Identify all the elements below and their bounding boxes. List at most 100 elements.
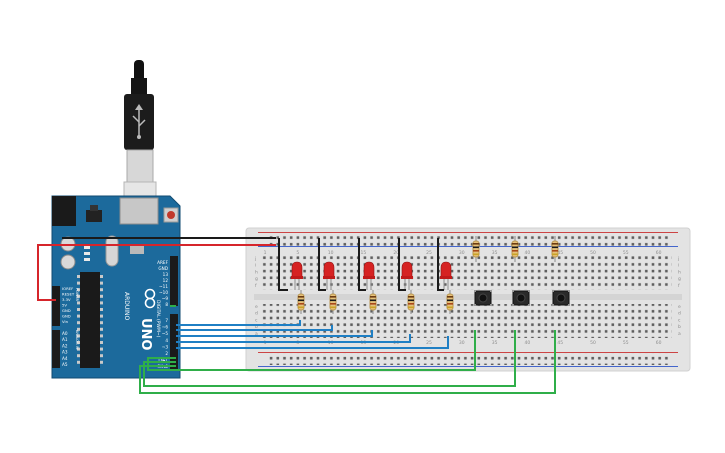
wire-blue-1[interactable] — [176, 320, 301, 326]
power-pin-label: RESET — [62, 292, 75, 297]
pushbutton-3[interactable] — [552, 290, 570, 306]
wire-green-1[interactable] — [147, 330, 476, 371]
analog-header — [52, 330, 60, 368]
digital-pin-label: ~5 — [162, 331, 169, 336]
row-letter: g — [255, 277, 258, 282]
wire-blue-2[interactable] — [176, 325, 333, 331]
power-title: POWER — [75, 288, 79, 302]
digital-pin-label: AREF — [157, 260, 168, 265]
pushbutton-1[interactable] — [474, 290, 492, 306]
microcontroller-chip — [80, 272, 100, 368]
arduino-brand: ARDUINO — [123, 292, 130, 321]
capacitor — [60, 254, 76, 270]
power-pin-label: GND — [62, 308, 71, 313]
button-resistor-3[interactable] — [551, 236, 559, 262]
row-letter: d — [255, 311, 258, 317]
digital-pin-label: ~6 — [162, 325, 169, 330]
header-title-digital: DIGITAL (PWM~) — [155, 300, 161, 338]
wire-5v-red[interactable] — [37, 244, 276, 301]
usb-port — [119, 197, 159, 225]
pushbutton-group — [474, 290, 570, 306]
wire-blue-5[interactable] — [176, 336, 449, 349]
row-letter: c — [255, 318, 258, 323]
wire-green-3[interactable] — [139, 330, 556, 394]
led-resistor-1[interactable] — [297, 290, 305, 314]
led-resistor-group — [297, 290, 454, 314]
row-letter: d — [678, 311, 681, 317]
usb-cable — [123, 60, 157, 213]
voltage-regulator — [86, 210, 102, 222]
digital-pin-label: 2 — [165, 351, 168, 356]
digital-pin-label: ~3 — [162, 344, 169, 349]
column-number-bottom: 25 — [426, 340, 432, 346]
led-resistor-4[interactable] — [407, 290, 415, 314]
row-letter: e — [678, 305, 681, 310]
button-resistor-1[interactable] — [472, 236, 480, 262]
wire-led1-gnd[interactable] — [278, 238, 288, 291]
column-number-top: 25 — [426, 250, 432, 256]
row-letter: b — [255, 324, 258, 330]
column-number-top: 55 — [623, 250, 629, 256]
wire-led4-gnd[interactable] — [398, 238, 406, 291]
analog-pin-label: A1 — [62, 337, 68, 342]
column-number-top: 30 — [459, 250, 465, 256]
column-number-top: 60 — [656, 250, 662, 256]
power-header — [52, 286, 60, 326]
led-group — [291, 261, 452, 290]
terminal-strip-top — [262, 256, 672, 290]
analog-pin-label: A4 — [62, 356, 68, 361]
button-resistor-group — [472, 236, 559, 262]
row-letter: h — [255, 269, 258, 275]
pushbutton-2[interactable] — [512, 290, 530, 306]
digital-pin-label: 7 — [165, 318, 168, 323]
wires — [37, 237, 556, 394]
center-channel — [254, 294, 682, 300]
led-red-3[interactable] — [363, 261, 375, 290]
column-number-bottom: 40 — [525, 340, 531, 346]
row-letter: b — [678, 324, 681, 330]
analog-pin-label: A2 — [62, 343, 68, 348]
column-number-bottom: 60 — [656, 340, 662, 346]
power-pin-label: GND — [62, 314, 71, 319]
usb-icon — [132, 104, 146, 139]
led-red-5[interactable] — [440, 261, 452, 290]
column-number-top: 45 — [557, 250, 563, 256]
digital-header-bottom — [170, 314, 178, 370]
wire-green-2[interactable] — [143, 330, 516, 387]
wire-led2-gnd[interactable] — [318, 238, 326, 291]
wire-led5-gnd[interactable] — [437, 238, 444, 291]
digital-pin-label: 4 — [165, 338, 168, 343]
wire-blue-4[interactable] — [176, 334, 411, 343]
wire-blue-3[interactable] — [176, 330, 373, 337]
row-letter: g — [678, 277, 681, 282]
column-number-bottom: 35 — [492, 340, 498, 346]
led-red-1[interactable] — [291, 261, 303, 290]
analog-pin-label: A0 — [62, 331, 68, 336]
terminal-strip-bottom — [262, 304, 672, 338]
digital-header-top — [170, 256, 178, 306]
analog-title: ANALOG IN — [75, 330, 79, 350]
led-red-4[interactable] — [401, 261, 413, 290]
row-letter: a — [678, 332, 681, 337]
column-number-bottom: 55 — [623, 340, 629, 346]
button-resistor-2[interactable] — [511, 236, 519, 262]
wire-led3-gnd[interactable] — [358, 238, 366, 291]
column-number-top: 10 — [328, 250, 334, 256]
digital-pin-label: 12 — [163, 278, 169, 283]
digital-pin-label: GND — [158, 266, 168, 271]
column-number-top: 40 — [525, 250, 531, 256]
column-number-top: 1 — [264, 250, 267, 256]
row-letter: f — [678, 283, 680, 289]
led-red-2[interactable] — [323, 261, 335, 290]
power-pin-label: IOREF — [62, 286, 73, 291]
led-resistor-5[interactable] — [446, 290, 454, 314]
led-resistor-2[interactable] — [329, 290, 337, 314]
arduino-logo-icon — [144, 288, 156, 309]
row-letter: f — [255, 283, 257, 289]
column-number-bottom: 50 — [590, 340, 596, 346]
power-pin-label: 3.3V — [62, 297, 71, 302]
arduino-uno-board[interactable]: ARDUINO UNO DIGITAL (PWM~) AREFGND1312~1… — [51, 195, 181, 379]
led-resistor-3[interactable] — [369, 290, 377, 314]
